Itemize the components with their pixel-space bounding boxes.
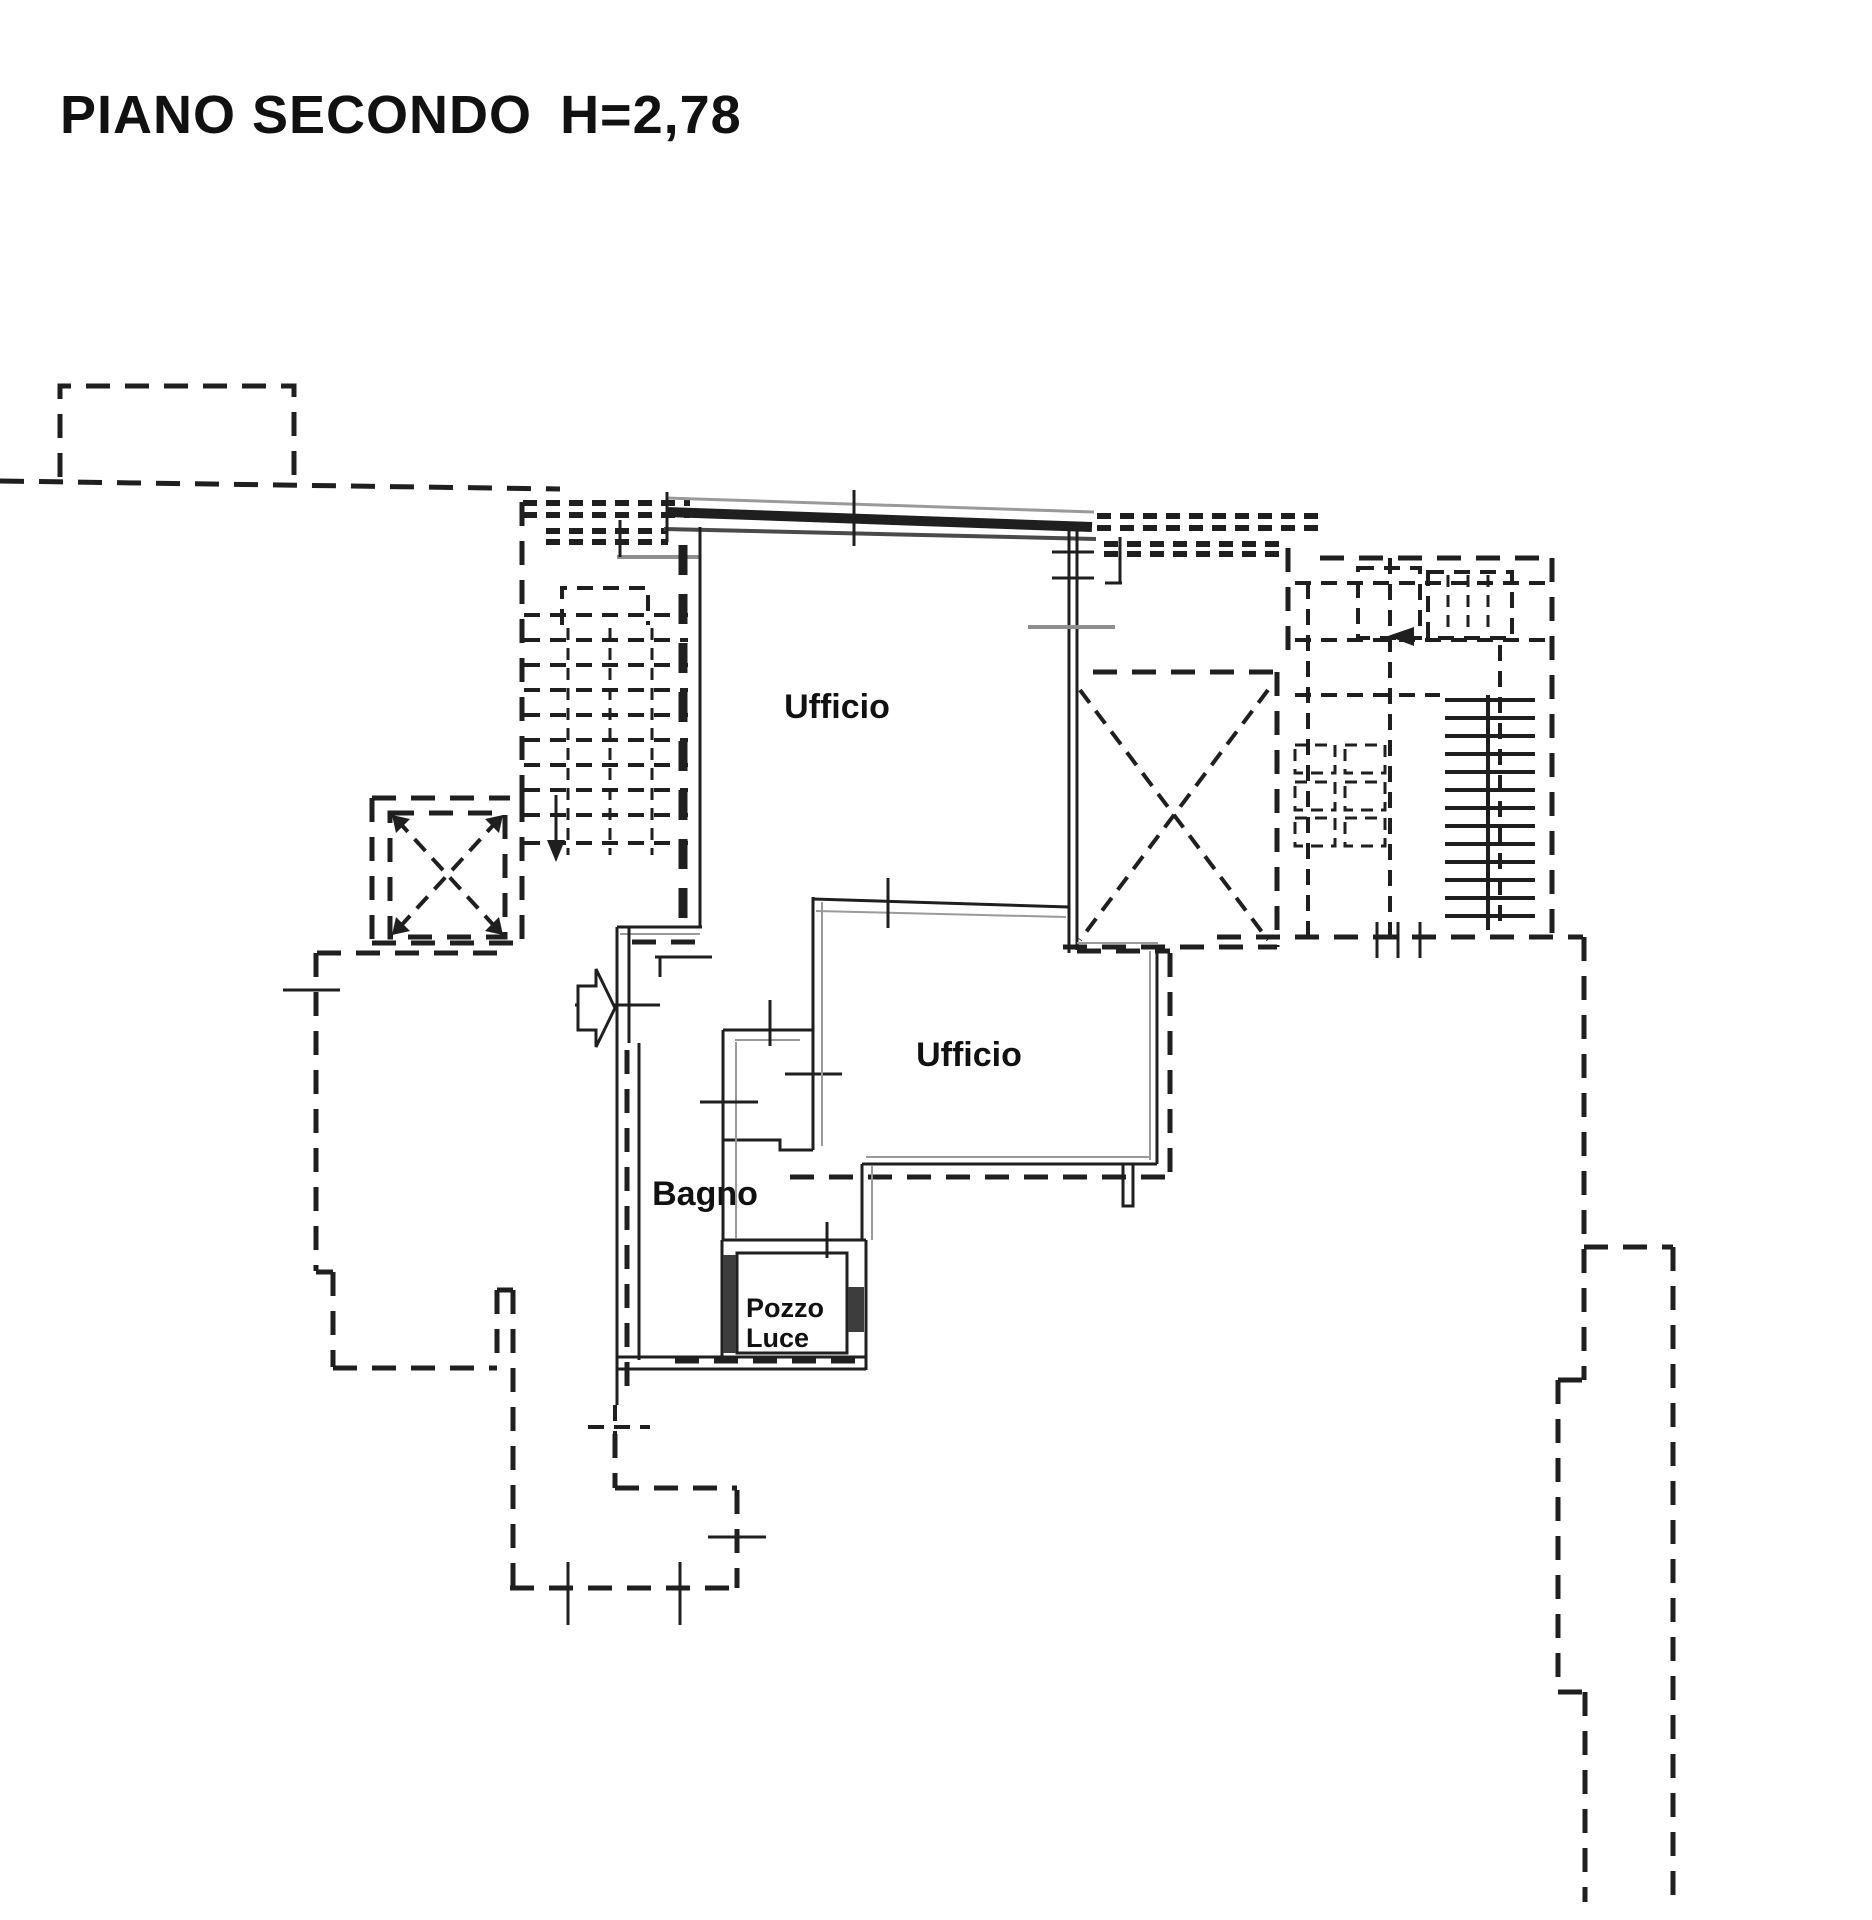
plan-title: PIANO SECONDO H=2,78 (60, 84, 742, 146)
bathroom-room: Bagno (575, 927, 758, 1436)
party-wall-hatch-right (1097, 513, 1325, 650)
office-room-top: Ufficio (617, 490, 1115, 953)
site-outline-top-left (0, 383, 561, 492)
stairs-right (1217, 555, 1583, 958)
plan-title-height: H=2,78 (560, 85, 742, 145)
room-label-office-top: Ufficio (784, 688, 890, 726)
stair-direction-arrow-right (1388, 627, 1414, 646)
shaft-left (369, 795, 525, 946)
site-boundary-right (1555, 937, 1676, 1905)
room-label-office-middle: Ufficio (916, 1036, 1022, 1074)
room-label-light-well-2: Luce (746, 1323, 809, 1353)
room-label-bathroom: Bagno (652, 1175, 758, 1213)
vestibule (700, 1000, 842, 1240)
plan-title-floor: PIANO SECONDO (60, 85, 533, 145)
stairs-left (519, 502, 688, 862)
light-well: Pozzo Luce (617, 1222, 868, 1371)
terrace-boundary-left (283, 950, 766, 1625)
shaft-right (1063, 669, 1280, 950)
stair-direction-arrow-left (547, 840, 565, 862)
room-label-light-well-1: Pozzo (746, 1293, 824, 1323)
entrance-arrow-icon (576, 968, 617, 1048)
office-room-middle: Ufficio (790, 878, 1173, 1240)
